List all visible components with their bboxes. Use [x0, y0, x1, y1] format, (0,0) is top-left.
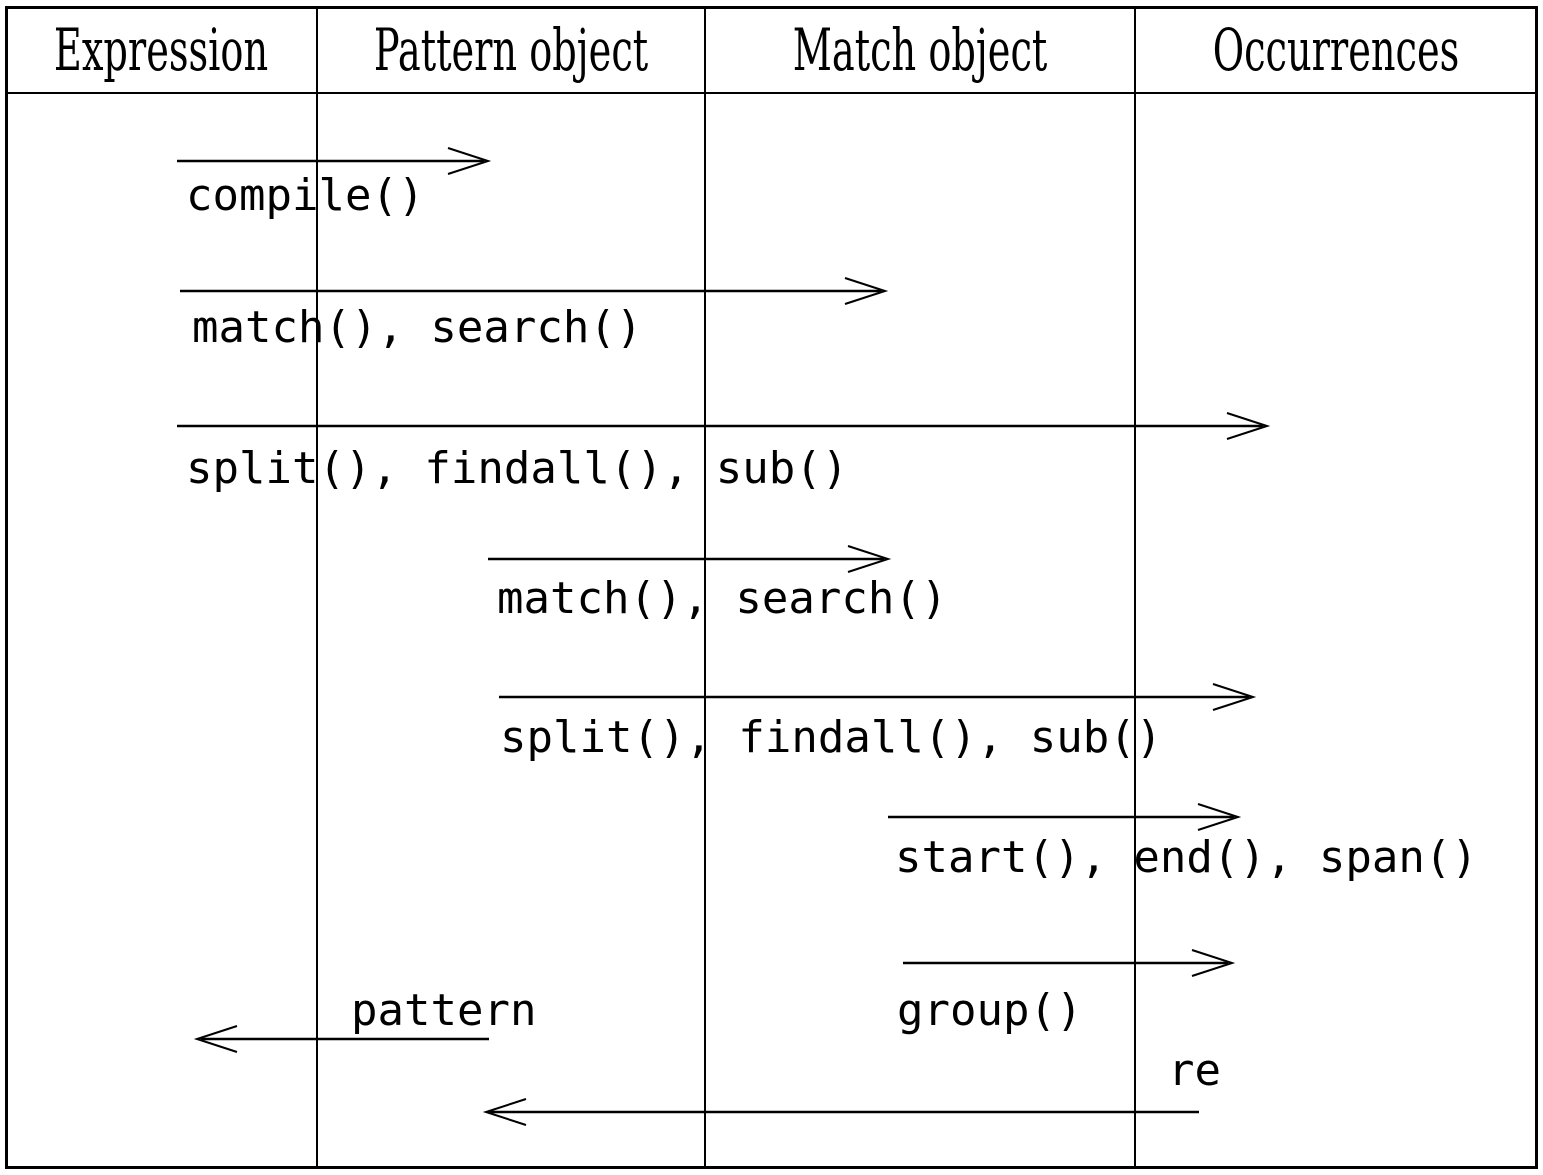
- transition-label-group: group(): [897, 985, 1083, 1036]
- transition-label-pattern: pattern: [351, 985, 537, 1036]
- transition-label-match-search-pattern: match(), search(): [497, 573, 948, 624]
- arrow-pattern-to-expression: [193, 1025, 489, 1053]
- transition-label-re: re: [1168, 1045, 1221, 1096]
- transition-label-split-findall-sub-expression: split(), findall(), sub(): [186, 443, 849, 494]
- arrow-start-end-span: [888, 803, 1242, 831]
- transition-label-match-search-expression: match(), search(): [192, 302, 643, 353]
- column-header-occurrences: Occurrences: [1212, 16, 1460, 84]
- arrow-split-findall-sub-from-pattern: [499, 683, 1257, 711]
- arrow-split-findall-sub-from-expression: [177, 412, 1271, 440]
- column-header-match-object: Match object: [792, 16, 1048, 84]
- transition-label-split-findall-sub-pattern: split(), findall(), sub(): [500, 712, 1163, 763]
- arrow-match-search-from-pattern: [488, 545, 892, 573]
- transition-label-start-end-span: start(), end(), span(): [895, 832, 1478, 883]
- arrow-re-to-pattern-object: [482, 1098, 1199, 1126]
- column-header-expression: Expression: [53, 16, 269, 84]
- transition-label-compile: compile(): [186, 170, 425, 221]
- table-border: [5, 6, 1538, 1169]
- arrow-group: [903, 949, 1236, 977]
- arrow-match-search-from-expression: [180, 277, 889, 305]
- arrow-compile: [177, 147, 492, 175]
- column-header-pattern-object: Pattern object: [373, 16, 649, 84]
